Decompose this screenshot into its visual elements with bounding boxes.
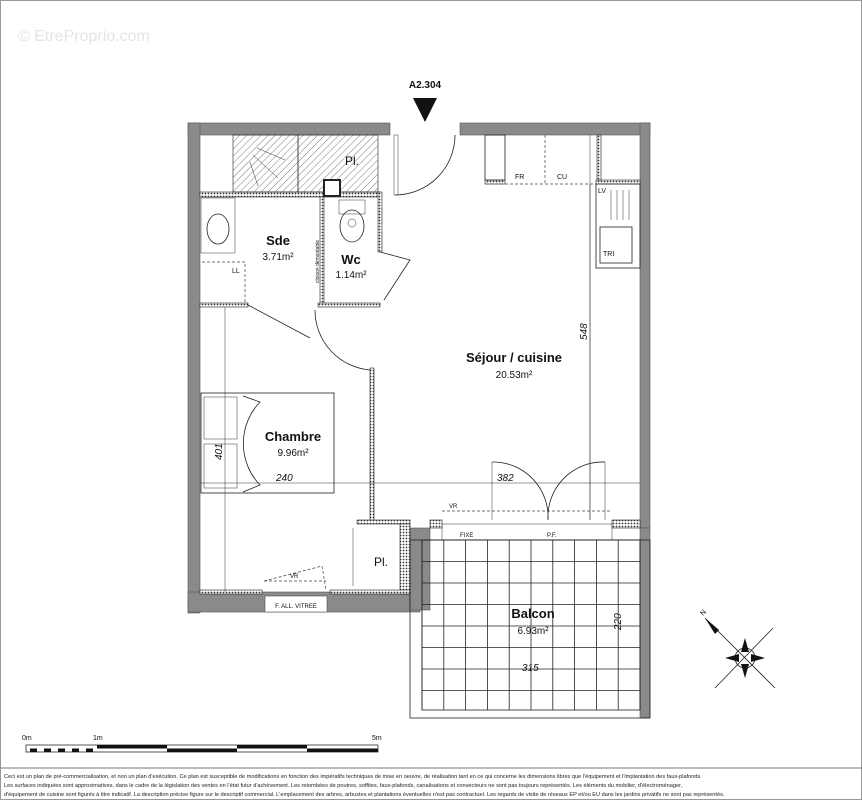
compass-north: N	[699, 609, 708, 618]
room-balcon-name: Balcon	[511, 606, 554, 621]
scale-start: 0m	[22, 735, 32, 742]
room-sejour-area: 20.53m²	[496, 370, 533, 381]
placard-label: Pl.	[345, 154, 359, 168]
room-sejour-name: Séjour / cuisine	[466, 350, 562, 365]
placard-label: Pl.	[374, 555, 388, 569]
scale-mid: 1m	[93, 735, 103, 742]
compass-icon: N	[699, 609, 776, 689]
dimension-chambre-depth: 401	[214, 443, 225, 460]
watermark: © EtreProprio.com	[18, 28, 150, 45]
dimension-lines	[200, 135, 640, 592]
sorting-label: TRI	[603, 251, 614, 258]
room-balcon-area: 6.93m²	[517, 626, 549, 637]
dimension-balcon-depth: 220	[613, 613, 624, 631]
room-chambre-name: Chambre	[265, 429, 321, 444]
room-wc-name: Wc	[341, 252, 361, 267]
fridge-cabinet	[484, 134, 506, 181]
disclaimer-line: Les surfaces indiquées sont approximativ…	[4, 783, 683, 789]
dimension-balcon-width: 315	[522, 663, 539, 674]
dimension-sejour-depth: 548	[579, 323, 590, 340]
duct	[323, 179, 341, 197]
partition-label: cloison démontable	[315, 240, 321, 283]
shutter-label: VR	[290, 574, 299, 580]
dishwasher-label: LV	[598, 188, 606, 195]
wardrobe	[200, 392, 335, 494]
toilet	[338, 199, 366, 243]
dimension-chambre-width: 240	[275, 473, 293, 484]
shower	[232, 134, 299, 193]
interior-partitions	[199, 134, 641, 595]
room-sde-name: Sde	[266, 233, 290, 248]
room-chambre-area: 9.96m²	[277, 448, 309, 459]
unit-reference: A2.304	[409, 80, 442, 91]
doors	[247, 134, 612, 591]
dimension-sejour-width: 382	[497, 473, 514, 484]
room-wc-area: 1.14m²	[335, 270, 367, 281]
disclaimer-line: Ceci est un plan de pré-commercialisatio…	[4, 774, 702, 780]
scale-bar: 0m 1m 5m	[22, 735, 382, 753]
scale-end: 5m	[372, 735, 382, 742]
french-door-label: P.F.	[547, 533, 557, 539]
fixed-window-label: FIXE	[460, 533, 473, 539]
exterior-walls	[187, 122, 651, 719]
kitchen-sink	[595, 183, 641, 269]
cooktop-label: CU	[557, 174, 567, 181]
entrance-arrow-icon	[413, 98, 437, 122]
window-label: F. ALL. VITREE	[275, 604, 317, 610]
washbasin	[200, 197, 236, 254]
fridge-label: FR	[515, 174, 524, 181]
shutter-label: VR	[449, 504, 458, 510]
shower-head-icon	[249, 147, 286, 187]
disclaimer-line: d'équipement de cuisine sont figurés à t…	[4, 792, 725, 798]
balcony-floor	[409, 539, 651, 719]
room-sde-area: 3.71m²	[262, 252, 294, 263]
washing-machine-label: LL	[232, 268, 240, 275]
